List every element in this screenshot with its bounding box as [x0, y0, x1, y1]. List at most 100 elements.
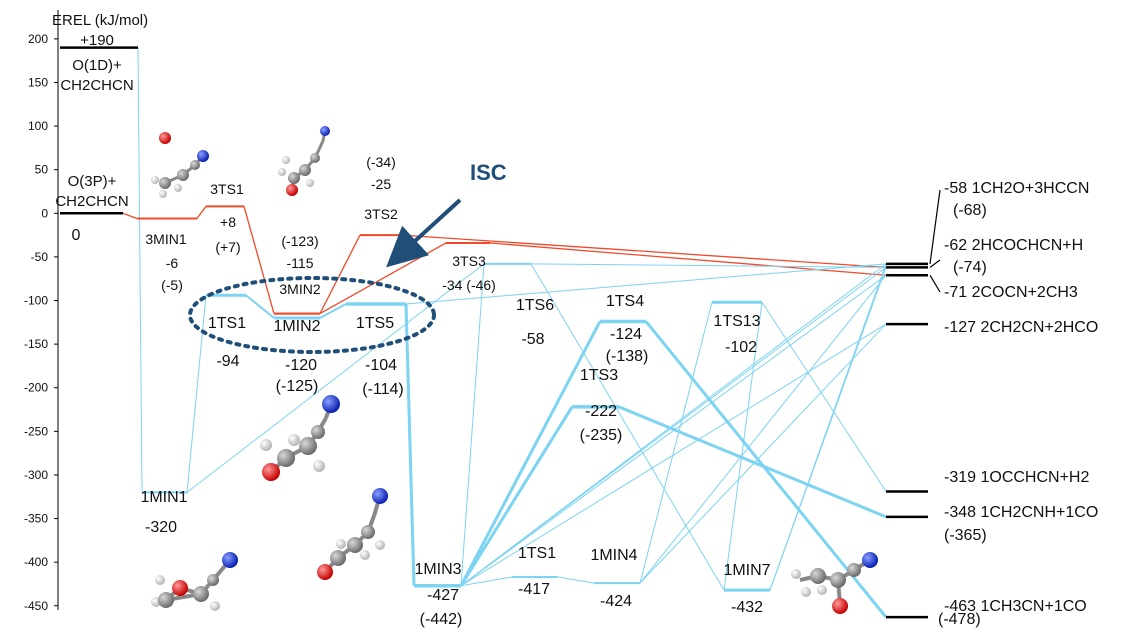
level-label-o1d: CH2CHCN: [60, 77, 133, 94]
level-label-1min2: 1MIN2: [273, 318, 320, 335]
level-label-p_hcochcn: (-74): [953, 259, 987, 276]
y-axis-ticks: 200150100500-50-100-150-200-250-300-350-…: [24, 32, 58, 613]
y-tick-label: 100: [28, 119, 48, 133]
y-tick-label: -200: [24, 381, 48, 395]
product-leader-line: [929, 274, 941, 293]
y-tick-label: -100: [24, 294, 48, 308]
singlet-connector: [769, 263, 887, 591]
y-tick-label: 200: [28, 32, 48, 46]
level-label-3ts1: (+7): [215, 239, 240, 255]
level-label-3ts1: +8: [220, 214, 236, 230]
triplet-connector: [243, 206, 275, 314]
level-label-1min1: -320: [145, 519, 177, 536]
molecule-1min2: [260, 395, 340, 481]
singlet-connector: [761, 301, 887, 492]
y-tick-label: -250: [24, 424, 48, 438]
molecule-acrylonitrile-1: [151, 150, 209, 198]
level-label-3ts3: -34 (-46): [442, 277, 496, 293]
y-tick-label: -350: [24, 512, 48, 526]
y-tick-label: -150: [24, 337, 48, 351]
level-label-3ts2: (-34): [366, 154, 396, 170]
level-label-p_ch2o: -58 1CH2O+3HCCN: [944, 180, 1089, 197]
singlet-connector-bold: [459, 406, 574, 587]
singlet-connector: [639, 323, 887, 584]
level-label-o1d: +190: [80, 32, 114, 49]
level-label-p_hcochcn: -62 2HCOCHCN+H: [944, 237, 1083, 254]
singlet-connector: [137, 47, 143, 493]
singlet-connector: [186, 295, 207, 493]
level-label-1ts4: 1TS4: [606, 293, 644, 310]
level-label-1ts6: 1TS6: [516, 297, 554, 314]
level-label-1min3: (-442): [420, 611, 463, 628]
level-label-3min2: -115: [287, 255, 314, 271]
singlet-connector: [405, 263, 887, 305]
level-label-1ts5: (-114): [362, 381, 404, 398]
singlet-connector-bold: [618, 405, 887, 519]
level-label-1min4: -424: [600, 593, 632, 610]
level-label-3min1: -6: [166, 255, 179, 271]
triplet-connector: [319, 234, 361, 314]
singlet-connector: [557, 576, 595, 584]
level-label-3ts1: 3TS1: [210, 181, 244, 197]
level-label-1ts3: (-235): [580, 427, 623, 444]
singlet-connector-bold: [404, 303, 416, 586]
y-tick-label: -300: [24, 468, 48, 482]
singlet-connector: [460, 323, 887, 587]
pathway-connectors: [122, 47, 888, 619]
level-label-p_ch3cn: (-478): [938, 611, 981, 628]
level-label-1ts1b: -417: [518, 581, 550, 598]
level-label-3min2: (-123): [281, 233, 318, 249]
level-label-p_ch2cn: -127 2CH2CN+2HCO: [944, 319, 1098, 336]
level-label-1min7: 1MIN7: [723, 562, 770, 579]
triplet-connector: [196, 205, 207, 219]
level-label-p_ch2o: (-68): [953, 202, 987, 219]
level-label-o3p: O(3P)+: [68, 173, 117, 190]
singlet-connector: [639, 274, 887, 584]
isc-region-ellipse: [188, 276, 436, 354]
level-label-p_ch2cnh: -348 1CH2CNH+1CO: [944, 504, 1098, 521]
level-label-1ts1b: 1TS1: [518, 545, 556, 562]
molecule-1min1: [151, 552, 238, 611]
level-label-p_cocn: -71 2COCN+2CH3: [944, 284, 1078, 301]
y-tick-label: -50: [31, 250, 49, 264]
triplet-connector: [401, 234, 887, 269]
level-label-3min1: 3MIN1: [145, 231, 186, 247]
molecule-1min7: [791, 552, 878, 614]
level-label-1ts13: -102: [725, 339, 757, 356]
level-label-3ts3: 3TS3: [452, 253, 486, 269]
level-label-o1d: O(1D)+: [72, 57, 122, 74]
level-label-1min7: -432: [731, 599, 763, 616]
level-label-p_ch2cnh: (-365): [944, 527, 987, 544]
level-label-1ts3: -222: [585, 403, 617, 420]
molecule-3min2: [278, 126, 330, 196]
level-label-1ts4: -124: [610, 326, 642, 343]
y-axis-label: EREL (kJ/mol): [52, 12, 149, 29]
level-label-o3p: CH2CHCN: [55, 193, 128, 210]
singlet-connector-bold: [459, 320, 602, 587]
singlet-connector-bold: [644, 320, 888, 619]
isc-label: ISC: [470, 160, 507, 185]
level-label-3min2: 3MIN2: [279, 281, 320, 297]
level-label-p_ch3cn: -463 1CH3CN+1CO: [944, 598, 1087, 615]
isc-arrow: [386, 198, 462, 268]
y-tick-label: 0: [41, 206, 48, 220]
level-label-1min3: 1MIN3: [414, 561, 461, 578]
level-label-1ts5: 1TS5: [356, 315, 394, 332]
level-label-1ts4: (-138): [606, 348, 649, 365]
level-label-1ts6: -58: [521, 331, 544, 348]
singlet-connector: [245, 294, 275, 319]
y-tick-label: 150: [28, 75, 48, 89]
singlet-connector: [460, 266, 887, 587]
product-leader-line: [929, 189, 941, 264]
level-label-1ts13: 1TS13: [713, 313, 760, 330]
singlet-connector: [723, 302, 763, 591]
level-label-3min1: (-5): [161, 277, 183, 293]
y-tick-label: -450: [24, 599, 48, 613]
singlet-connector: [186, 263, 485, 493]
level-label-1min1: 1MIN1: [140, 489, 187, 506]
level-label-p_occhcn: -319 1OCCHCN+H2: [944, 469, 1089, 486]
triplet-connector: [489, 242, 887, 276]
singlet-connector: [460, 576, 513, 587]
level-label-1ts3: 1TS3: [580, 367, 618, 384]
